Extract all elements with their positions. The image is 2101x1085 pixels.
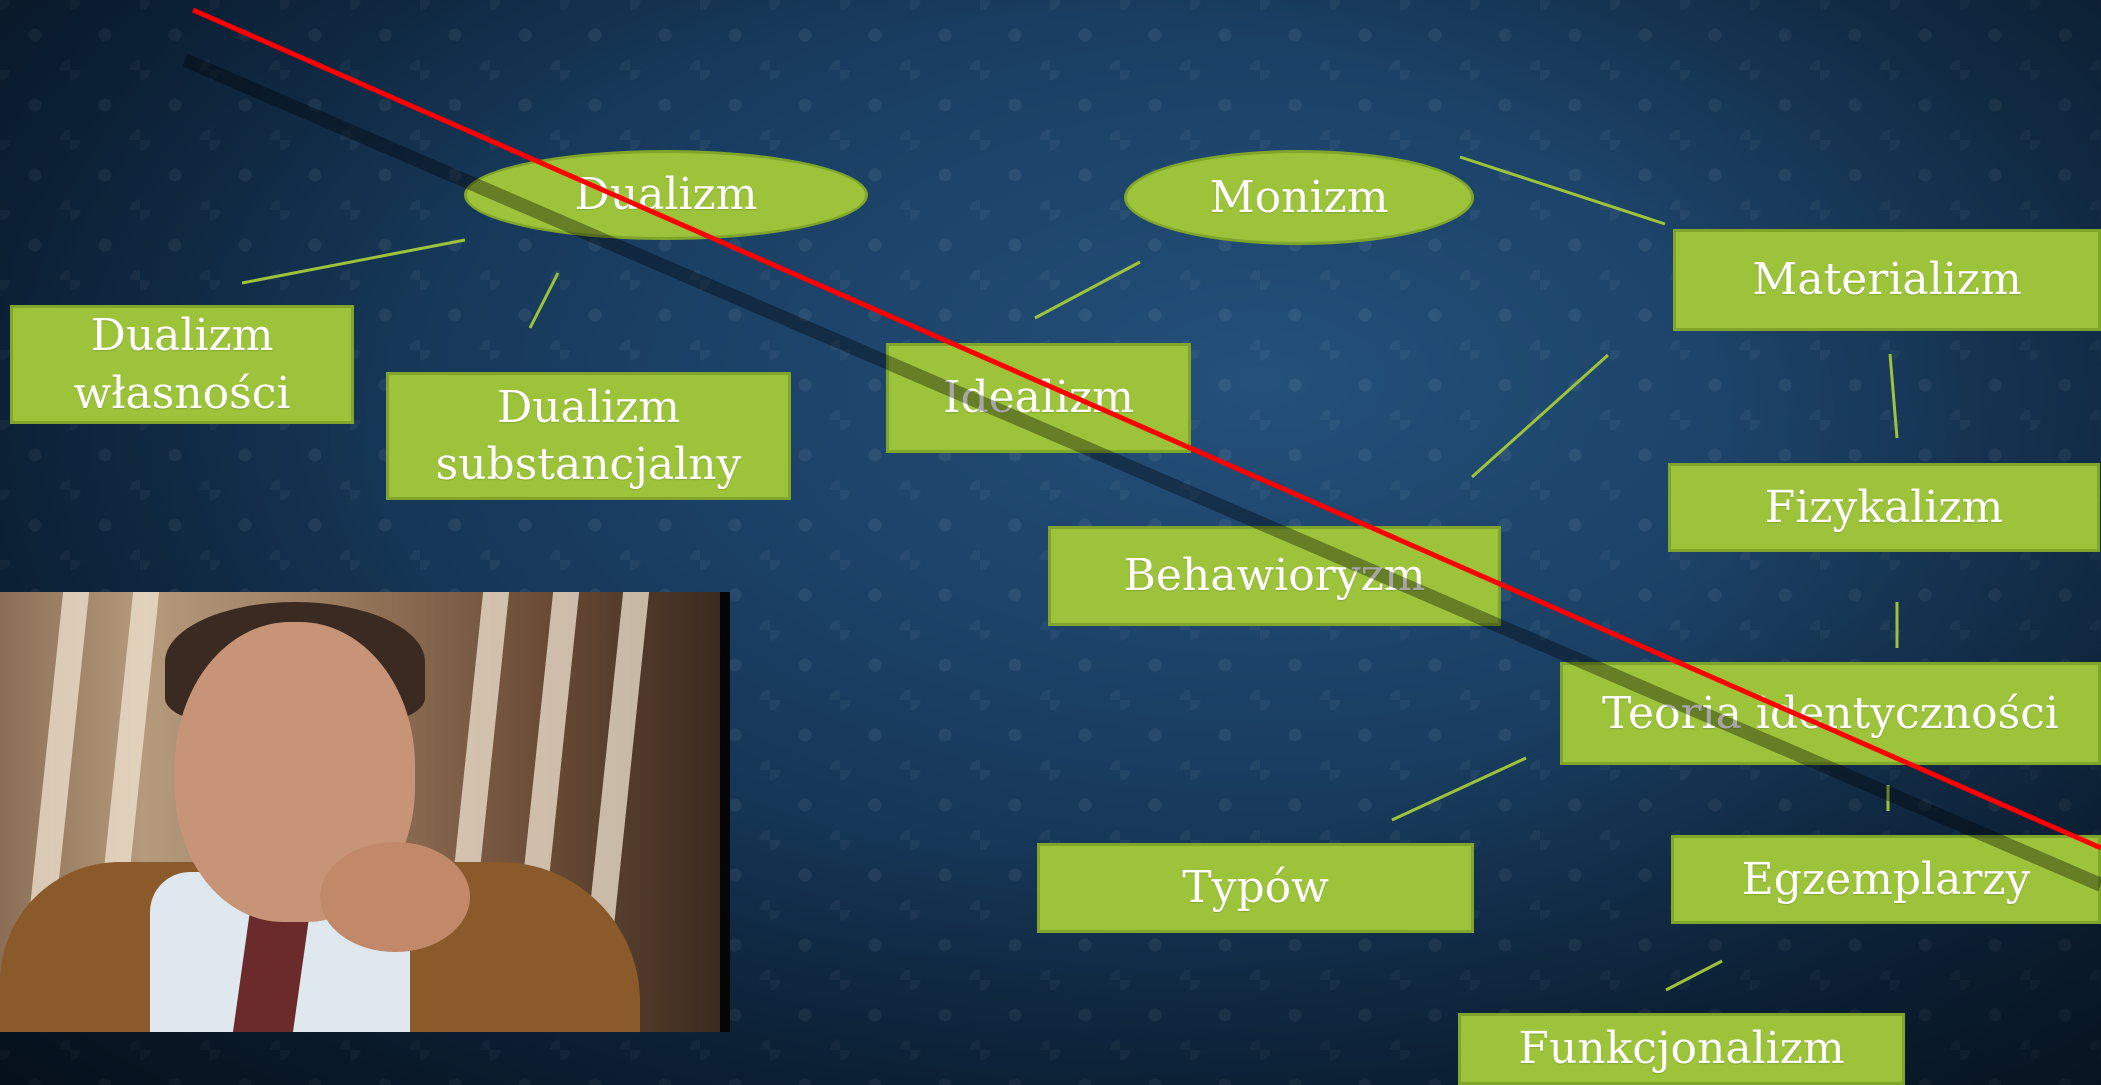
node-egzemplarzy: Egzemplarzy (1671, 835, 2101, 924)
node-dualizm-wlasnosci-label: Dualizm własności (73, 310, 291, 419)
node-monizm-label: Monizm (1209, 171, 1389, 223)
node-behawioryzm: Behawioryzm (1048, 526, 1501, 626)
node-materializm: Materializm (1673, 229, 2101, 331)
node-funkcjonalizm: Funkcjonalizm (1458, 1013, 1905, 1085)
connector-monizm-materializm (1459, 155, 1666, 226)
portrait-photo (0, 592, 730, 1032)
node-teoria-identycznosci-label: Teoria identyczności (1602, 687, 2059, 739)
node-dualizm-label: Dualizm (574, 169, 758, 221)
node-dualizm-substancjalny-label: Dualizm substancjalny (435, 381, 742, 490)
node-typow-label: Typów (1182, 862, 1329, 914)
node-fizykalizm-label: Fizykalizm (1764, 481, 2004, 533)
node-dualizm-wlasnosci: Dualizm własności (10, 305, 354, 424)
red-strike-line (191, 7, 2101, 851)
node-fizykalizm: Fizykalizm (1668, 463, 2100, 552)
node-dualizm: Dualizm (464, 150, 868, 240)
connector-monizm-idealizm (1034, 260, 1141, 320)
connector-teoria-typow (1391, 756, 1527, 822)
strike-shadow (182, 53, 2101, 892)
node-materializm-label: Materializm (1752, 254, 2022, 306)
node-typow: Typów (1037, 843, 1474, 933)
connector-egzemplarzy-funkcjonalizm (1665, 959, 1723, 992)
node-egzemplarzy-label: Egzemplarzy (1741, 853, 2031, 905)
node-idealizm: Idealizm (886, 343, 1191, 453)
connector-dualizm-substancjalny (528, 272, 560, 329)
node-behawioryzm-label: Behawioryzm (1123, 550, 1426, 602)
connector-materializm-behawioryzm (1470, 353, 1610, 479)
node-dualizm-substancjalny: Dualizm substancjalny (386, 372, 791, 500)
node-funkcjonalizm-label: Funkcjonalizm (1518, 1023, 1845, 1075)
connector-dualizm-wlasnosci (241, 238, 466, 285)
connector-materializm-fizykalizm (1888, 353, 1899, 439)
node-monizm: Monizm (1124, 150, 1474, 245)
node-teoria-identycznosci: Teoria identyczności (1560, 662, 2101, 765)
